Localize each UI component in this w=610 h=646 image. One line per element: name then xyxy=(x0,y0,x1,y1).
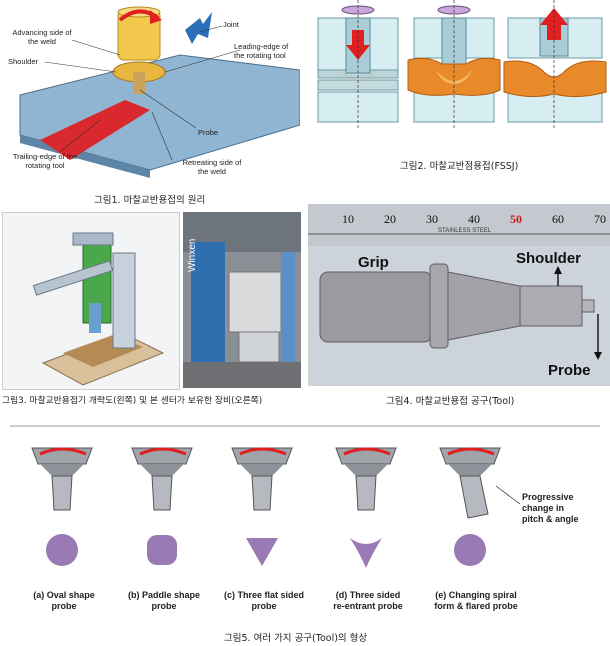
tool-probe xyxy=(581,299,595,313)
fsw-machine-photo xyxy=(183,212,301,388)
figure-3-caption: 그림3. 마찰교반용접기 개략도(왼쪽) 및 본 센터가 보유한 장비(오른쪽) xyxy=(2,396,263,406)
tool-b xyxy=(131,447,193,565)
ruler-numbers: 10 20 30 40 50 60 70 xyxy=(342,212,606,227)
tool-a xyxy=(31,447,93,566)
ruler-number: 10 xyxy=(342,212,354,226)
label-shoulder: Shoulder xyxy=(8,57,39,66)
ruler xyxy=(308,204,610,246)
figure-4-tool-photo: 10 20 30 40 50 60 70 STAINLESS STEEL Gri… xyxy=(308,204,610,386)
tool-photo-drawing xyxy=(308,204,610,386)
tool-e xyxy=(439,447,521,566)
ruler-number: 40 xyxy=(468,212,480,226)
label-probe: Probe xyxy=(548,362,591,379)
label-joint: Joint xyxy=(223,20,239,29)
figure-1-caption: 그림1. 마찰교반용접의 원리 xyxy=(94,195,206,206)
label-shoulder: Shoulder xyxy=(516,250,582,267)
ruler-number: 20 xyxy=(384,212,396,226)
figure-4-caption: 그림4. 마찰교반용접 공구(Tool) xyxy=(386,396,515,407)
machine-brand-label: Winxen xyxy=(187,238,198,272)
figure-5-caption: 그림5. 여러 가지 공구(Tool)의 형상 xyxy=(224,633,368,644)
fssj-stage-2 xyxy=(407,0,501,130)
label-grip: Grip xyxy=(358,254,389,271)
fsw-machine-schematic xyxy=(3,213,179,389)
fsw-diagram xyxy=(19,6,300,178)
ruler-number: 70 xyxy=(594,212,606,226)
ruler-number: 30 xyxy=(426,212,438,226)
weld-seam xyxy=(40,100,150,160)
tool-d xyxy=(335,447,397,568)
ruler-number: 50 xyxy=(510,212,522,226)
ruler-number: 60 xyxy=(552,212,564,226)
tool-grip xyxy=(319,271,433,343)
fssj-stage-3 xyxy=(503,0,607,130)
figure-2-caption: 그림2. 마찰교반점용접(FSSJ) xyxy=(400,161,519,172)
label-probe: Probe xyxy=(198,128,219,137)
tool-shapes-drawing xyxy=(10,425,600,568)
ruler-text: STAINLESS STEEL xyxy=(438,228,492,234)
travel-direction-arrow xyxy=(185,12,212,44)
figure-3-right-photo: Winxen xyxy=(183,212,301,388)
figure-5-tool-shapes: Progressive change in pitch & angle (a) … xyxy=(0,424,610,624)
fssj-stages xyxy=(317,0,607,130)
figure-3-left-schematic xyxy=(2,212,180,390)
tool-c xyxy=(231,447,293,566)
progressive-note: Progressive change in pitch & angle xyxy=(522,492,579,524)
fssj-stage-1 xyxy=(317,0,399,130)
figure-2-fssj xyxy=(308,0,610,150)
tool-shoulder xyxy=(519,285,583,327)
